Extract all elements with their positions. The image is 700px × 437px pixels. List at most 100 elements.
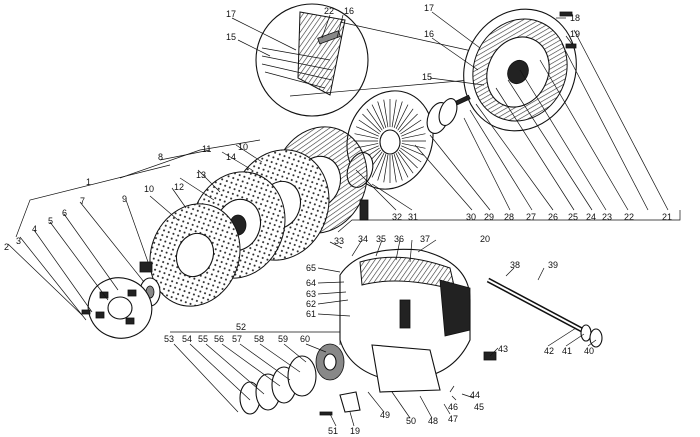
label-24: 24: [586, 212, 596, 222]
friction-disc-front: [149, 203, 241, 307]
label-59: 59: [278, 334, 288, 344]
label-50: 50: [406, 416, 416, 426]
label-26: 26: [548, 212, 558, 222]
label-30: 30: [466, 212, 476, 222]
label-13: 13: [196, 170, 206, 180]
label-48: 48: [428, 416, 438, 426]
pressure-plate-cover: [463, 8, 577, 132]
label-55: 55: [198, 334, 208, 344]
spring-finger: [401, 143, 426, 149]
spring-finger: [395, 104, 409, 130]
spring-finger: [391, 99, 397, 128]
label-17-detail: 17: [226, 9, 236, 19]
label-23: 23: [602, 212, 612, 222]
label-53: 53: [164, 334, 174, 344]
leader-lines: [7, 11, 681, 427]
spring-finger: [354, 133, 379, 139]
spring-finger: [401, 133, 426, 139]
spring-finger: [362, 113, 382, 133]
label-7: 7: [80, 196, 85, 206]
spring-finger: [395, 152, 409, 178]
label-36: 36: [394, 234, 404, 244]
label-28: 28: [504, 212, 514, 222]
damper-plate: [81, 277, 153, 339]
spring-finger: [398, 149, 418, 169]
label-1: 1: [86, 177, 91, 187]
label-47: 47: [448, 414, 458, 424]
label-25: 25: [568, 212, 578, 222]
spring-finger: [398, 113, 418, 133]
label-9: 9: [122, 194, 127, 204]
label-52: 52: [236, 322, 246, 332]
callout-labels: 17 22 16 15 17 16 18 19 15 1 8 11 10 14 …: [4, 3, 672, 436]
label-37: 37: [420, 234, 430, 244]
label-54: 54: [182, 334, 192, 344]
label-63: 63: [306, 289, 316, 299]
spring-finger: [383, 154, 389, 183]
label-45: 45: [474, 402, 484, 412]
label-22-row: 22: [624, 212, 634, 222]
label-19-cover: 19: [570, 29, 580, 39]
spring-finger: [371, 152, 385, 178]
spring-finger: [393, 154, 403, 181]
label-5: 5: [48, 216, 53, 226]
label-58: 58: [254, 334, 264, 344]
spring-finger: [377, 154, 387, 181]
spring-finger: [401, 126, 424, 137]
spring-finger: [371, 104, 385, 130]
detail-rivet: [317, 30, 341, 45]
label-40: 40: [584, 346, 594, 356]
label-46: 46: [448, 402, 458, 412]
label-57: 57: [232, 334, 242, 344]
label-61: 61: [306, 309, 316, 319]
label-22-detail: 22: [324, 6, 334, 16]
label-44: 44: [470, 390, 480, 400]
label-18: 18: [570, 13, 580, 23]
label-8: 8: [158, 152, 163, 162]
label-16-cover: 16: [424, 29, 434, 39]
label-19-bottom: 19: [350, 426, 360, 436]
label-62: 62: [306, 299, 316, 309]
label-10-lower: 10: [144, 184, 154, 194]
bell-housing: [339, 248, 497, 393]
label-16-detail: 16: [344, 6, 354, 16]
spring-finger: [366, 108, 383, 131]
label-17-cover: 17: [424, 3, 434, 13]
label-12: 12: [174, 182, 184, 192]
label-38: 38: [510, 260, 520, 270]
spring-finger: [358, 119, 380, 135]
label-49: 49: [380, 410, 390, 420]
label-51: 51: [328, 426, 338, 436]
label-2: 2: [4, 242, 9, 252]
label-29: 29: [484, 212, 494, 222]
spring-finger: [397, 151, 414, 174]
label-20: 20: [480, 234, 490, 244]
spring-finger: [397, 108, 414, 131]
label-14: 14: [226, 152, 236, 162]
label-31: 31: [408, 212, 418, 222]
spring-finger: [393, 101, 403, 128]
label-41: 41: [562, 346, 572, 356]
spring-finger: [377, 101, 387, 128]
spring-finger: [383, 99, 389, 128]
label-34: 34: [358, 234, 368, 244]
label-6: 6: [62, 208, 67, 218]
label-27: 27: [526, 212, 536, 222]
spring-finger: [356, 126, 379, 137]
label-21: 21: [662, 212, 672, 222]
label-33: 33: [334, 236, 344, 246]
label-4: 4: [32, 224, 37, 234]
label-64: 64: [306, 278, 316, 288]
release-bearing-assembly: [239, 343, 361, 416]
label-43: 43: [498, 344, 508, 354]
cover-bolt-2: [565, 43, 577, 49]
label-39: 39: [548, 260, 558, 270]
spring-finger: [400, 147, 422, 163]
label-56: 56: [214, 334, 224, 344]
spring-finger: [391, 154, 397, 183]
label-10-upper: 10: [238, 142, 248, 152]
label-3: 3: [16, 236, 21, 246]
cover-bolt: [559, 11, 573, 17]
